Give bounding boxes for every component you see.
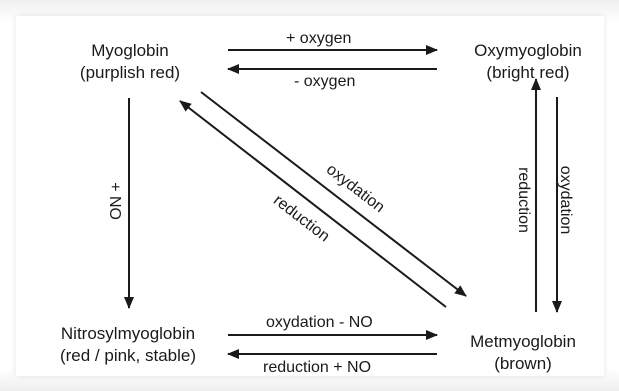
node-myoglobin-name: Myoglobin bbox=[91, 41, 169, 60]
node-myoglobin: Myoglobin (purplish red) bbox=[50, 40, 210, 84]
label-plus-oxygen: + oxygen bbox=[286, 30, 352, 47]
node-myoglobin-desc: (purplish red) bbox=[79, 63, 181, 82]
node-nitrosylmyoglobin-desc: (red / pink, stable) bbox=[59, 346, 197, 365]
node-oxymyoglobin: Oxymyoglobin (bright red) bbox=[448, 40, 608, 84]
node-nitrosylmyoglobin: Nitrosylmyoglobin (red / pink, stable) bbox=[28, 323, 228, 367]
arrow-met-to-myo bbox=[179, 100, 447, 308]
node-metmyoglobin-name: Metmyoglobin bbox=[470, 332, 576, 351]
node-metmyoglobin-desc: (brown) bbox=[494, 354, 552, 373]
node-oxymyoglobin-desc: (bright red) bbox=[486, 63, 570, 82]
label-minus-oxygen: - oxygen bbox=[294, 73, 356, 90]
label-oxydation-minus-no: oxydation - NO bbox=[266, 314, 373, 331]
node-nitrosylmyoglobin-name: Nitrosylmyoglobin bbox=[60, 324, 196, 343]
node-metmyoglobin: Metmyoglobin (brown) bbox=[448, 331, 598, 375]
label-oxydation-vertical: oxydation bbox=[557, 165, 574, 235]
label-reduction-vertical: reduction bbox=[515, 167, 532, 233]
label-reduction-plus-no: reduction + NO bbox=[263, 359, 372, 376]
node-oxymyoglobin-name: Oxymyoglobin bbox=[474, 41, 582, 60]
label-on-plus: ON + bbox=[108, 182, 125, 220]
arrow-myo-to-met bbox=[200, 91, 467, 297]
diagram-panel bbox=[16, 16, 604, 376]
